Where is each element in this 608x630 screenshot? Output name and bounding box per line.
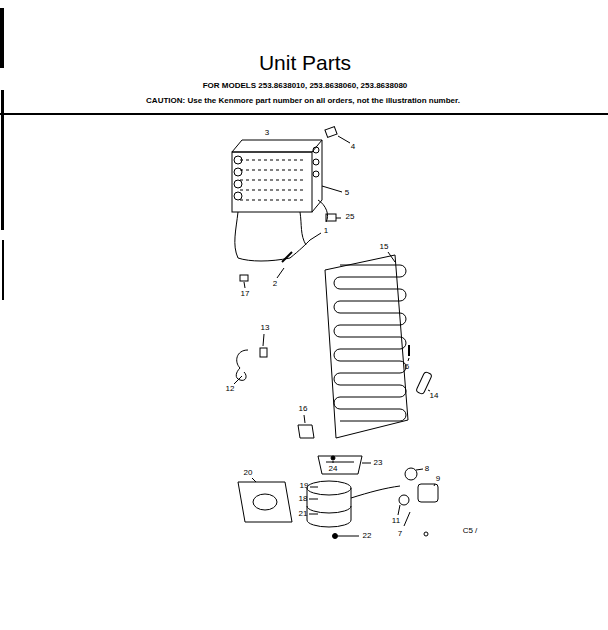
leader-line <box>234 136 435 536</box>
relay <box>418 484 438 502</box>
callout-number: 15 <box>380 243 389 251</box>
callout-number: 17 <box>241 290 250 298</box>
bracket-hole <box>253 494 277 510</box>
screw <box>424 532 428 536</box>
callout-number: 16 <box>299 405 308 413</box>
callout-number: 6 <box>405 363 409 371</box>
cover-detail <box>326 462 354 463</box>
callout-number: 1 <box>324 227 328 235</box>
caution-note: CAUTION: Use the Kenmore part number on … <box>146 97 460 105</box>
callout-number: C5 / <box>463 527 478 535</box>
bracket <box>298 425 314 438</box>
callout-number: 20 <box>244 469 253 477</box>
callout-number: 25 <box>346 213 355 221</box>
callout-number: 14 <box>430 392 439 400</box>
fastener <box>325 127 337 138</box>
evaporator <box>325 255 408 438</box>
callout-number: 8 <box>425 465 429 473</box>
clip <box>326 214 336 221</box>
callout-number: 9 <box>436 475 440 483</box>
callout-number: 4 <box>351 143 355 151</box>
callout-number: 21 <box>299 510 308 518</box>
condenser <box>232 140 328 261</box>
clip <box>260 348 267 357</box>
callout-number: 5 <box>345 189 349 197</box>
screw <box>282 252 292 262</box>
scan-mark <box>0 8 4 68</box>
compressor <box>307 481 351 527</box>
callout-number: 2 <box>273 280 277 288</box>
scan-mark <box>1 90 4 230</box>
cord <box>236 350 248 380</box>
screw <box>408 345 410 356</box>
scan-mark <box>2 240 4 300</box>
model-line: FOR MODELS 253.8638010, 253.8638060, 253… <box>203 82 408 90</box>
callout-number: 18 <box>299 495 308 503</box>
callout-number: 19 <box>300 482 309 490</box>
callout-number: 11 <box>392 517 400 525</box>
terminal <box>399 495 409 505</box>
screw <box>331 456 335 460</box>
wire <box>404 512 410 526</box>
callout-number: 22 <box>363 532 372 540</box>
callout-number: 23 <box>374 459 383 467</box>
callout-number: 24 <box>329 465 338 473</box>
bracket <box>238 482 292 522</box>
cover <box>318 456 362 474</box>
callout-number: 3 <box>265 129 269 137</box>
rule-line <box>0 113 608 115</box>
page-title: Unit Parts <box>259 52 351 73</box>
wire <box>351 486 400 498</box>
overload <box>405 468 417 480</box>
callout-number: 13 <box>261 324 270 332</box>
callout-number: 7 <box>398 530 402 538</box>
clip <box>240 275 248 281</box>
callout-number: 12 <box>226 385 235 393</box>
grommet <box>333 534 338 539</box>
